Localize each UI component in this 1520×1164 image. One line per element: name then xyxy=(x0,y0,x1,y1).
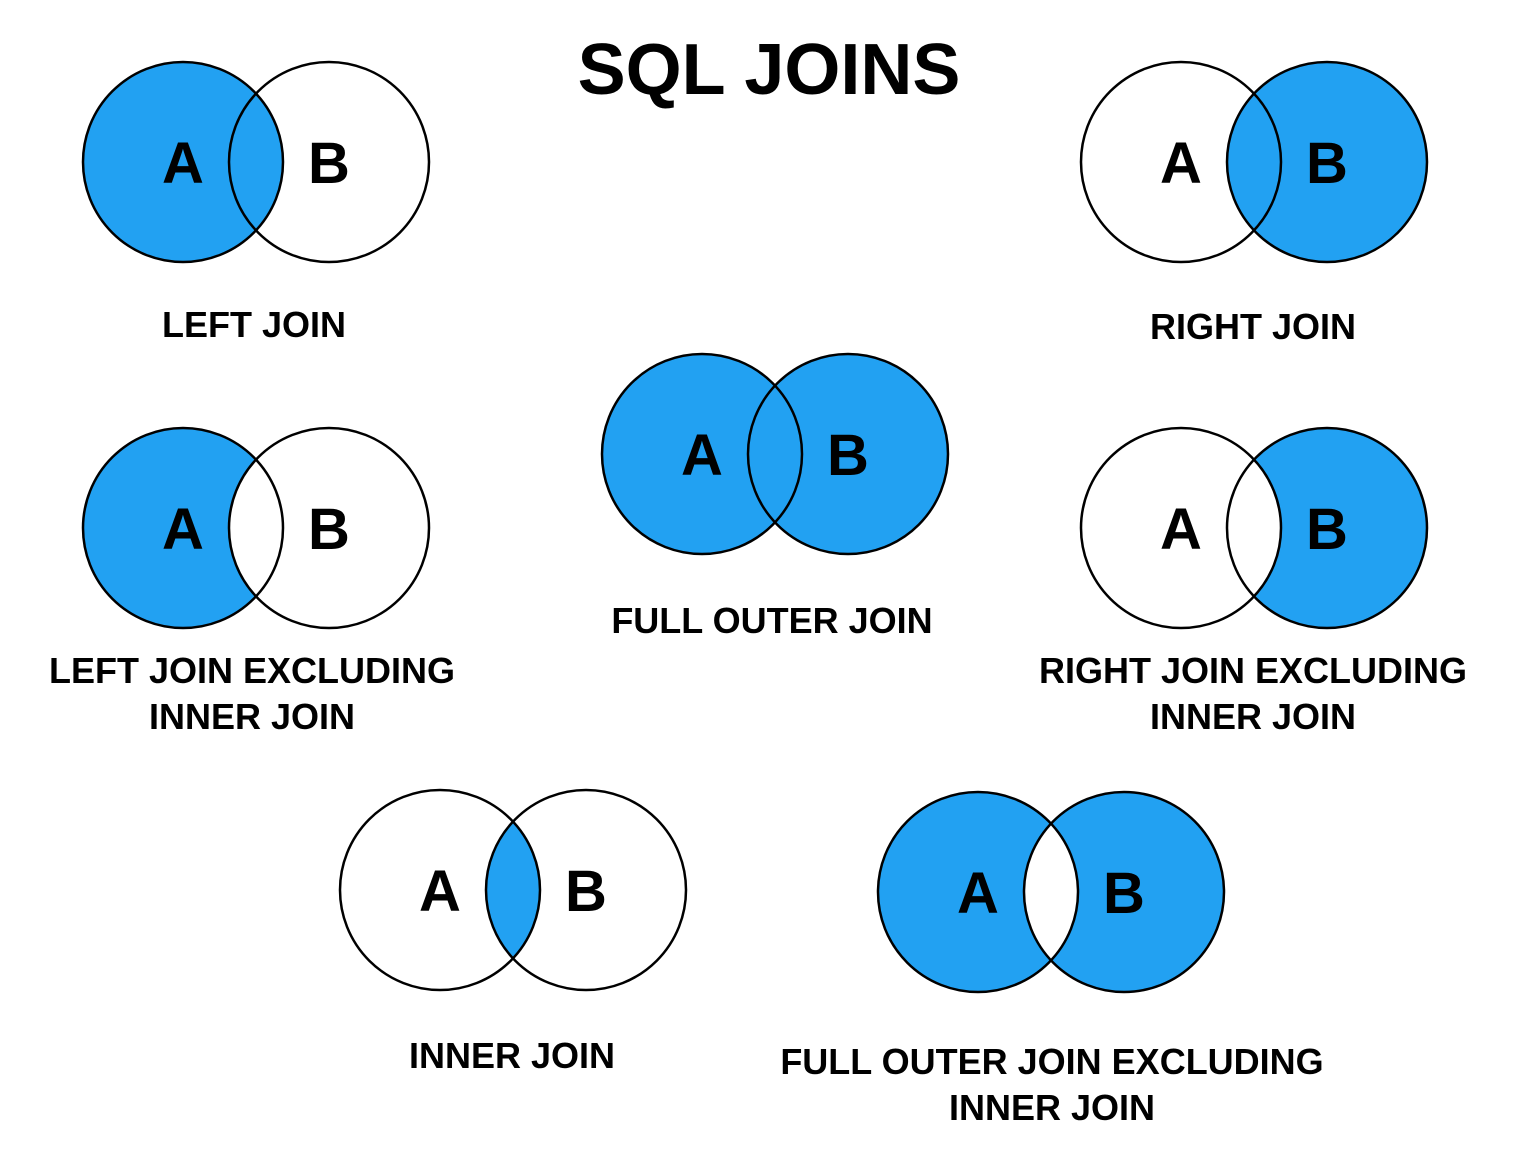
diagram-caption: LEFT JOIN xyxy=(162,302,346,348)
set-b-outline xyxy=(1225,60,1429,264)
set-b-label: B xyxy=(1306,131,1348,196)
set-a-label: A xyxy=(1160,131,1202,196)
intersection-region xyxy=(229,459,283,597)
set-b-label: B xyxy=(1306,497,1348,562)
diagram-caption: LEFT JOIN EXCLUDING INNER JOIN xyxy=(49,648,455,740)
diagram-caption-line: LEFT JOIN xyxy=(161,304,347,345)
intersection-region xyxy=(1024,823,1078,961)
diagram-caption-line: INNER JOIN xyxy=(148,696,356,737)
venn-svg: A B xyxy=(600,352,950,556)
set-a-label: A xyxy=(162,131,204,196)
set-a-outline xyxy=(876,790,1080,994)
set-b-label: B xyxy=(827,423,869,488)
intersection-region xyxy=(486,821,540,959)
diagram-caption-line: RIGHT JOIN xyxy=(1149,306,1357,347)
intersection-region xyxy=(1227,93,1281,231)
set-b-region xyxy=(748,354,948,554)
intersection-region xyxy=(229,93,283,231)
set-a-region xyxy=(602,354,802,554)
set-a-region xyxy=(878,792,1078,992)
set-b-region xyxy=(1227,62,1427,262)
set-b-outline xyxy=(1022,790,1226,994)
set-a-region xyxy=(83,428,283,628)
set-a-outline xyxy=(338,788,542,992)
set-a-outline xyxy=(81,426,285,630)
set-b-outline xyxy=(746,352,950,556)
diagram-caption: INNER JOIN xyxy=(409,1033,615,1079)
venn-svg: A B xyxy=(1079,60,1429,264)
set-b-label: B xyxy=(1103,861,1145,926)
venn-svg: A B xyxy=(338,788,688,992)
diagram-caption-line: INNER JOIN xyxy=(408,1035,616,1076)
intersection-region xyxy=(748,385,802,523)
venn-svg: A B xyxy=(81,60,431,264)
set-a-region xyxy=(340,790,540,990)
set-a-region xyxy=(1081,62,1281,262)
set-b-region xyxy=(1227,428,1427,628)
set-a-outline xyxy=(1079,60,1283,264)
set-a-label: A xyxy=(957,861,999,926)
set-b-outline xyxy=(227,426,431,630)
diagram-caption: FULL OUTER JOIN EXCLUDING INNER JOIN xyxy=(780,1039,1323,1131)
set-b-region xyxy=(229,428,429,628)
diagram-caption: RIGHT JOIN EXCLUDING INNER JOIN xyxy=(1039,648,1467,740)
set-a-outline xyxy=(1079,426,1283,630)
set-b-outline xyxy=(1225,426,1429,630)
intersection-region xyxy=(1227,459,1281,597)
set-b-label: B xyxy=(308,497,350,562)
set-a-label: A xyxy=(162,497,204,562)
set-a-region xyxy=(1081,428,1281,628)
diagram-caption-line: RIGHT JOIN EXCLUDING xyxy=(1038,650,1468,691)
venn-svg: A B xyxy=(1079,426,1429,630)
set-a-label: A xyxy=(419,859,461,924)
set-b-region xyxy=(1024,792,1224,992)
venn-svg: A B xyxy=(876,790,1226,994)
set-a-region xyxy=(83,62,283,262)
set-b-outline xyxy=(484,788,688,992)
diagram-caption: FULL OUTER JOIN xyxy=(611,598,932,644)
diagram-caption-line: LEFT JOIN EXCLUDING xyxy=(48,650,456,691)
set-a-outline xyxy=(600,352,804,556)
set-a-outline xyxy=(81,60,285,264)
diagram-caption: RIGHT JOIN xyxy=(1150,304,1356,350)
diagram-caption-line: INNER JOIN xyxy=(948,1087,1156,1128)
set-a-label: A xyxy=(1160,497,1202,562)
set-b-region xyxy=(229,62,429,262)
page-title: SQL JOINS xyxy=(577,30,961,110)
diagram-caption-line: FULL OUTER JOIN xyxy=(611,600,933,641)
diagram-caption-line: FULL OUTER JOIN EXCLUDING xyxy=(780,1041,1324,1082)
set-b-region xyxy=(486,790,686,990)
set-b-label: B xyxy=(308,131,350,196)
set-b-outline xyxy=(227,60,431,264)
diagram-caption-line: INNER JOIN xyxy=(1149,696,1357,737)
set-a-label: A xyxy=(681,423,723,488)
venn-svg: A B xyxy=(81,426,431,630)
set-b-label: B xyxy=(565,859,607,924)
